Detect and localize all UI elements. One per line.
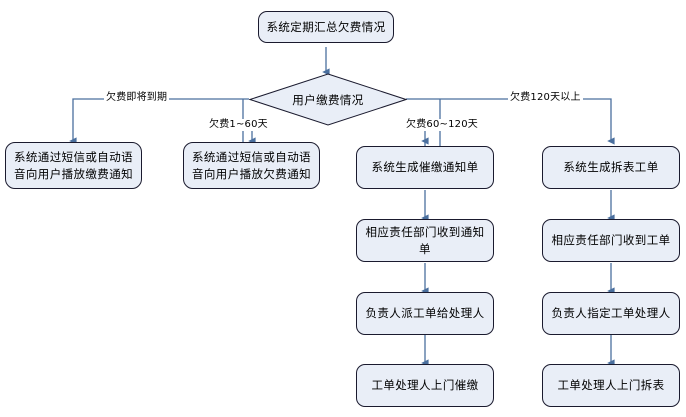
node-col4-designate-handler[interactable]: 负责人指定工单处理人 <box>542 292 680 335</box>
node-col2-notify-arrears[interactable]: 系统通过短信或自动语音向用户播放欠费通知 <box>183 142 320 189</box>
node-col4-onsite-removal[interactable]: 工单处理人上门拆表 <box>542 364 680 407</box>
edge-label-overdue-soon: 欠费即将到期 <box>104 92 170 104</box>
node-col1-notify-payment[interactable]: 系统通过短信或自动语音向用户播放缴费通知 <box>5 142 142 189</box>
node-col4-generate-removal-order[interactable]: 系统生成拆表工单 <box>542 146 680 189</box>
node-decision-label: 用户缴费情况 <box>292 92 364 107</box>
node-label: 相应责任部门收到工单 <box>551 233 671 248</box>
edge-label-days-1-60: 欠费1~60天 <box>207 119 270 131</box>
edge-label-days-over-120: 欠费120天以上 <box>508 92 583 104</box>
node-label: 系统通过短信或自动语音向用户播放欠费通知 <box>192 149 311 181</box>
node-title-label: 系统定期汇总欠费情况 <box>266 19 386 34</box>
node-label: 负责人派工单给处理人 <box>365 306 485 321</box>
node-label: 工单处理人上门催缴 <box>371 378 479 393</box>
node-col3-dept-receives-notice[interactable]: 相应责任部门收到通知单 <box>356 219 494 262</box>
node-col3-assign-worksheet[interactable]: 负责人派工单给处理人 <box>356 292 494 335</box>
node-label: 相应责任部门收到通知单 <box>365 224 485 256</box>
node-col3-generate-notice[interactable]: 系统生成催缴通知单 <box>356 146 494 189</box>
node-decision[interactable]: 用户缴费情况 <box>249 73 407 126</box>
node-title[interactable]: 系统定期汇总欠费情况 <box>258 11 394 43</box>
edge-label-days-60-120: 欠费60~120天 <box>404 119 480 131</box>
node-label: 系统通过短信或自动语音向用户播放缴费通知 <box>14 149 133 181</box>
node-col4-dept-receives-order[interactable]: 相应责任部门收到工单 <box>542 219 680 262</box>
node-label: 系统生成催缴通知单 <box>371 160 479 175</box>
node-label: 工单处理人上门拆表 <box>557 378 665 393</box>
node-label: 负责人指定工单处理人 <box>551 306 671 321</box>
diamond-shape <box>249 73 407 126</box>
node-col3-onsite-collection[interactable]: 工单处理人上门催缴 <box>356 364 494 407</box>
node-label: 系统生成拆表工单 <box>563 160 659 175</box>
